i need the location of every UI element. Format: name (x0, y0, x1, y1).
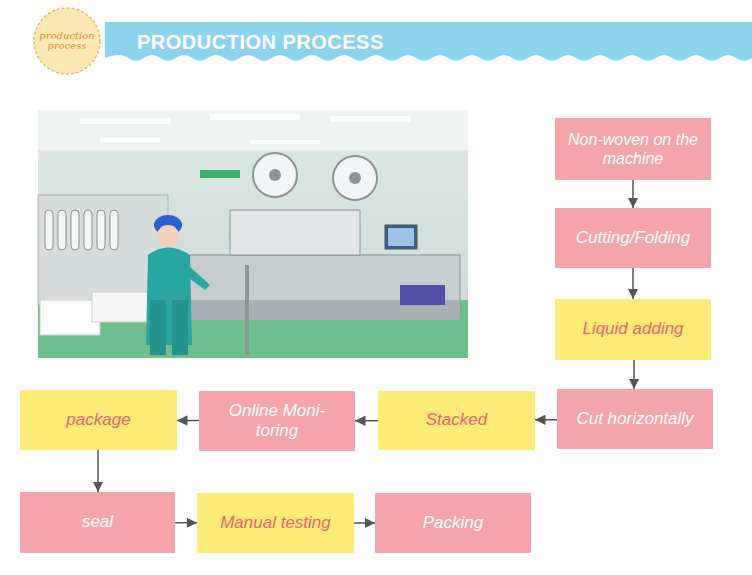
process-box: Online Moni- toring (199, 391, 355, 451)
step-label: Stacked (426, 410, 487, 430)
page-title: PRODUCTION PROCESS (137, 31, 384, 54)
process-box: package (20, 390, 177, 450)
flow-arrow (355, 420, 378, 422)
header-band (105, 22, 752, 61)
step-label: Online Moni- toring (218, 401, 336, 442)
process-box: Non-woven on the machine (555, 118, 711, 180)
flow-arrow (633, 360, 635, 389)
flow-arrow (175, 522, 197, 524)
process-box: seal (20, 492, 175, 553)
step-label: package (66, 410, 130, 430)
step-label: Packing (423, 513, 483, 533)
process-box: Cut horizontally (557, 389, 713, 449)
flow-arrow (535, 419, 557, 421)
step-label: Liquid adding (582, 319, 683, 339)
logo-badge: production process (39, 13, 95, 69)
step-label: seal (82, 512, 113, 532)
step-label: Cutting/Folding (576, 228, 690, 248)
step-label: Manual testing (220, 513, 331, 533)
flow-arrow (97, 450, 99, 492)
flow-arrow (177, 420, 199, 422)
process-box: Stacked (378, 391, 535, 450)
factory-photo (38, 110, 468, 358)
flow-arrow (354, 522, 375, 524)
process-box: Manual testing (197, 493, 354, 553)
process-box: Liquid adding (555, 299, 711, 360)
step-label: Cut horizontally (576, 409, 693, 429)
step-label: Non-woven on the machine (563, 130, 703, 168)
badge-text: production process (39, 31, 94, 52)
flow-arrow (632, 268, 634, 299)
logo-circle (34, 8, 100, 74)
process-box: Packing (375, 493, 531, 553)
process-box: Cutting/Folding (555, 208, 711, 268)
flow-arrow (632, 180, 634, 208)
